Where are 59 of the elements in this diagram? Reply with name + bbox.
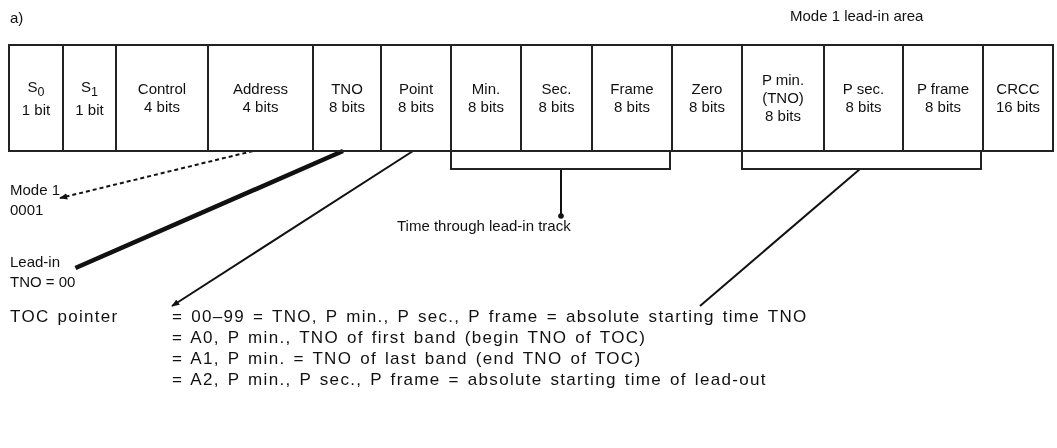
field-name: Frame xyxy=(610,80,654,98)
field-name: P frame xyxy=(916,80,970,98)
bit-count: 8 bits xyxy=(765,107,801,125)
annotation-text: Time through lead-in track xyxy=(397,216,571,236)
bit-count: 8 bits xyxy=(538,98,575,116)
field-name: Min. xyxy=(471,80,501,98)
definition-line: = 00–99 = TNO, P min., P sec., P frame = absolute starting time TNO xyxy=(172,306,808,327)
field-cell xyxy=(450,44,522,152)
leader-line xyxy=(74,148,344,271)
bit-count: 4 bits xyxy=(242,98,279,116)
leader-line xyxy=(558,168,564,219)
annotation-text: TNO = 00 xyxy=(10,272,76,292)
field-cell xyxy=(741,44,825,152)
field-cell xyxy=(902,44,984,152)
field-cell xyxy=(823,44,904,152)
field-cell xyxy=(591,44,673,152)
bit-count: 8 bits xyxy=(614,98,650,116)
bit-count: 8 bits xyxy=(689,98,725,116)
bit-count: 1 bit xyxy=(75,100,104,119)
pointer-heading: TOC pointer xyxy=(10,306,120,327)
leader-line xyxy=(699,168,861,307)
bit-count: 16 bits xyxy=(995,98,1041,116)
field-name: P min. (TNO) xyxy=(760,71,806,107)
annotation-text: Mode 1 xyxy=(10,180,61,200)
field-name: Address xyxy=(233,80,288,98)
leader-arrow xyxy=(171,150,414,307)
field-name: TNO xyxy=(331,80,363,98)
field-cell xyxy=(982,44,1054,152)
annotation-text: Lead-in xyxy=(10,252,62,272)
field-name: S$_{1}$ xyxy=(81,77,98,101)
bit-count: 8 bits xyxy=(925,98,961,116)
field-name: Sec. xyxy=(541,80,572,98)
field-cell xyxy=(671,44,743,152)
field-cell xyxy=(8,44,64,152)
field-cell xyxy=(380,44,452,152)
leader-arrow xyxy=(59,150,254,200)
bit-count: 1 bit xyxy=(21,100,51,119)
definition-line: = A1, P min. = TNO of last band (end TNO of TOC) xyxy=(172,348,643,369)
bit-count: 8 bits xyxy=(329,98,365,116)
field-name: P sec. xyxy=(842,80,885,98)
definition-line: = A2, P min., P sec., P frame = absolute starting time of lead-out xyxy=(172,369,768,390)
field-cell xyxy=(312,44,382,152)
field-name: CRCC xyxy=(996,80,1040,98)
area-heading: Mode 1 lead-in area xyxy=(790,6,924,26)
field-cell xyxy=(62,44,117,152)
bit-count: 8 bits xyxy=(398,98,434,116)
field-name: S$_{0}$ xyxy=(27,77,45,101)
annotation-text: 0001 xyxy=(10,200,45,220)
field-cell xyxy=(115,44,209,152)
panel-label: a) xyxy=(10,8,24,28)
field-cell xyxy=(207,44,314,152)
definition-line: = A0, P min., TNO of first band (begin TNO of TOC) xyxy=(172,327,648,348)
field-cell xyxy=(520,44,593,152)
field-name: Point xyxy=(398,80,434,98)
bit-count: 8 bits xyxy=(468,98,504,116)
bit-count: 8 bits xyxy=(845,98,882,116)
field-name: Control xyxy=(137,80,187,98)
bit-count: 4 bits xyxy=(144,98,180,116)
field-name: Zero xyxy=(691,80,723,98)
